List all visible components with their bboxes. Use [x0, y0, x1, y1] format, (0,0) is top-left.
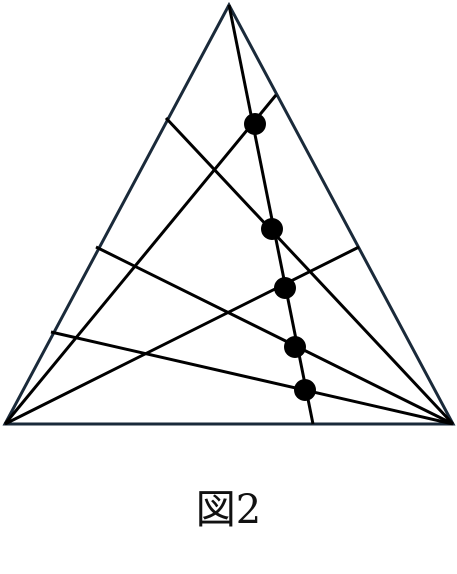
cevian-apex	[227, 4, 315, 425]
intersection-dot-1	[244, 113, 266, 135]
figure-caption: 図2	[195, 487, 262, 533]
outer-triangle	[2, 1, 456, 426]
cevian-right-3	[50, 330, 454, 426]
intersection-dot-5	[294, 379, 316, 401]
intersection-dot-4	[284, 336, 306, 358]
cevian-left-1	[3, 94, 278, 425]
cevian-right-2	[95, 245, 454, 426]
cevian-right-1	[164, 116, 455, 426]
cevian-left-2	[4, 245, 360, 426]
intersection-dot-2	[261, 218, 283, 240]
intersection-dot-3	[274, 277, 296, 299]
